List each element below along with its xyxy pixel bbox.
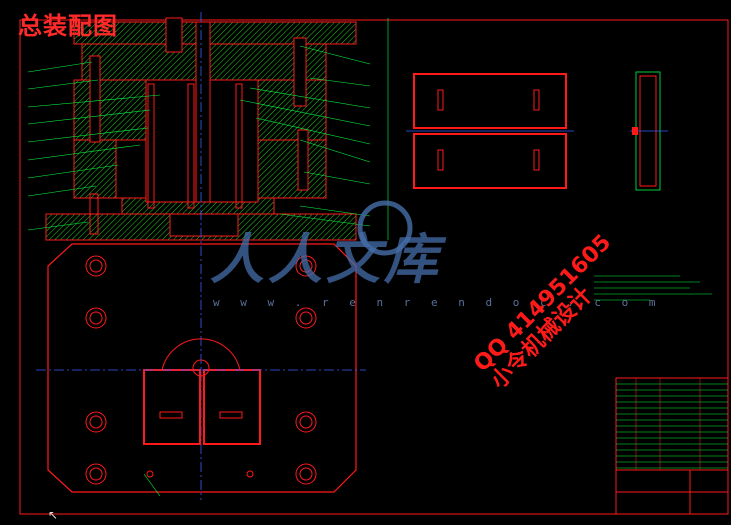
technical-notes: [594, 275, 712, 301]
watermark-text: 人人文库: [210, 227, 442, 291]
section-view: [45, 12, 357, 500]
plan-view: [36, 243, 366, 497]
parts-list-rows: [616, 383, 728, 469]
drawing-frame: [19, 19, 729, 515]
watermark-url: w w w . r e n r e n d o c . c o m: [213, 296, 663, 309]
watermark-logo: [357, 200, 413, 256]
cursor-icon: ↖: [48, 508, 59, 522]
title-block: [615, 377, 729, 515]
drawing-title: 总装配图: [18, 12, 118, 40]
part-views: [406, 71, 668, 191]
leader-lines-left: [27, 61, 161, 231]
